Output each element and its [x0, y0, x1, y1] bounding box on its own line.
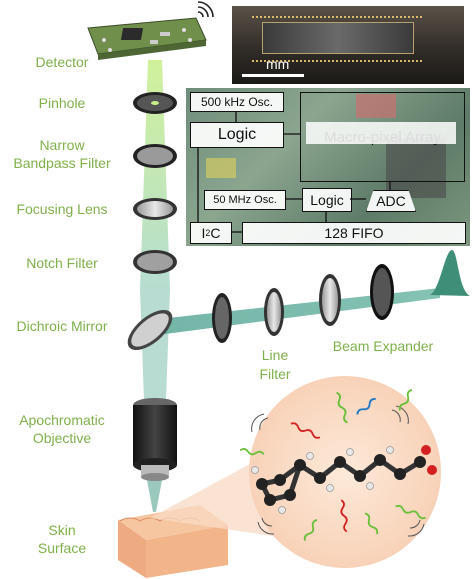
- chip-photo: mm: [232, 6, 464, 84]
- label-narrow: Narrow: [39, 137, 85, 153]
- dichroic-mirror-icon: [127, 309, 173, 351]
- label-surface: Surface: [37, 540, 87, 556]
- fifo-block: 128 FIFO: [242, 222, 466, 244]
- label-focusing-lens: Focusing Lens: [16, 201, 108, 217]
- label-notch-filter: Notch Filter: [26, 255, 98, 271]
- beam-expander-lens-1-icon: [264, 288, 284, 336]
- label-detector: Detector: [35, 54, 89, 70]
- logic-top-block: Logic: [190, 122, 284, 148]
- label-bandpass-filter: Bandpass Filter: [13, 155, 111, 171]
- label-apochromatic: Apochromatic: [19, 412, 105, 428]
- logic-mid-block: Logic: [302, 188, 352, 212]
- molecule-illustration: [239, 376, 441, 568]
- i2c-suffix: C: [210, 225, 221, 241]
- adc-label: ADC: [376, 193, 406, 209]
- label-line: Line: [261, 347, 289, 363]
- detector-board-icon: [87, 17, 207, 60]
- beam-expander-lens-2-icon: [319, 274, 341, 326]
- adc-block: ADC: [366, 190, 416, 212]
- excitation-beam: [150, 250, 470, 336]
- macro-pixel-label-bg: [306, 122, 456, 144]
- label-pinhole: Pinhole: [38, 95, 86, 111]
- line-filter-icon: [212, 293, 232, 343]
- label-dichroic-mirror: Dichroic Mirror: [16, 318, 108, 334]
- objective-lens-icon: [133, 398, 177, 481]
- label-skin: Skin: [48, 522, 76, 538]
- i2c-prefix: I: [201, 225, 206, 241]
- wireless-icon: [197, 1, 214, 18]
- chip-bond-wires: [252, 16, 422, 62]
- focusing-lens-icon: [133, 198, 177, 220]
- i2c-superscript: 2: [205, 228, 211, 238]
- chip-die: [262, 22, 414, 54]
- label-filter: Filter: [259, 366, 291, 382]
- pinhole-icon: [133, 92, 177, 114]
- label-beam-expander: Beam Expander: [332, 338, 434, 354]
- notch-filter-icon: [133, 250, 177, 274]
- label-objective: Objective: [32, 430, 92, 446]
- pcb-photo: [186, 88, 470, 246]
- scale-bar: [242, 74, 304, 77]
- osc-500khz-block: 500 kHz Osc.: [190, 92, 284, 112]
- beam-expander-lens-3-icon: [370, 264, 394, 320]
- bandpass-filter-icon: [133, 144, 177, 168]
- scale-bar-label: mm: [266, 56, 290, 72]
- osc-50mhz-block: 50 MHz Osc.: [204, 190, 286, 210]
